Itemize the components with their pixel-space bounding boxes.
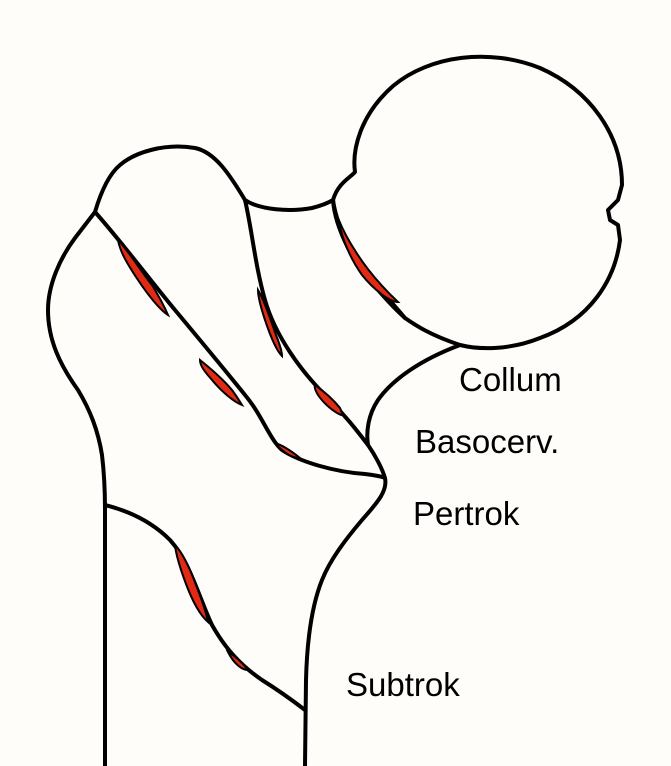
femur-left-outline [48,212,105,766]
collum-label: Collum [459,363,562,396]
fracture-mark-subtrochanteric-1 [175,545,208,622]
intertrochanteric-line [95,212,385,478]
fracture-mark-basocervical-1 [258,290,282,356]
fracture-mark-subtrochanteric-2 [228,652,248,670]
basocervical-line [245,200,368,445]
fracture-highlights [118,218,398,670]
fracture-mark-collum [338,218,398,302]
greater-trochanter-outline [95,147,333,212]
femoral-head-outline [333,57,622,348]
subtrochanteric-label: Subtrok [346,668,460,701]
fracture-mark-trochanter-1 [118,240,168,315]
fracture-mark-trochanter-3 [275,443,300,458]
basocervical-label: Basocerv. [415,425,559,458]
pertrochanteric-label: Pertrok [413,497,519,530]
fracture-mark-basocervical-2 [315,385,342,415]
